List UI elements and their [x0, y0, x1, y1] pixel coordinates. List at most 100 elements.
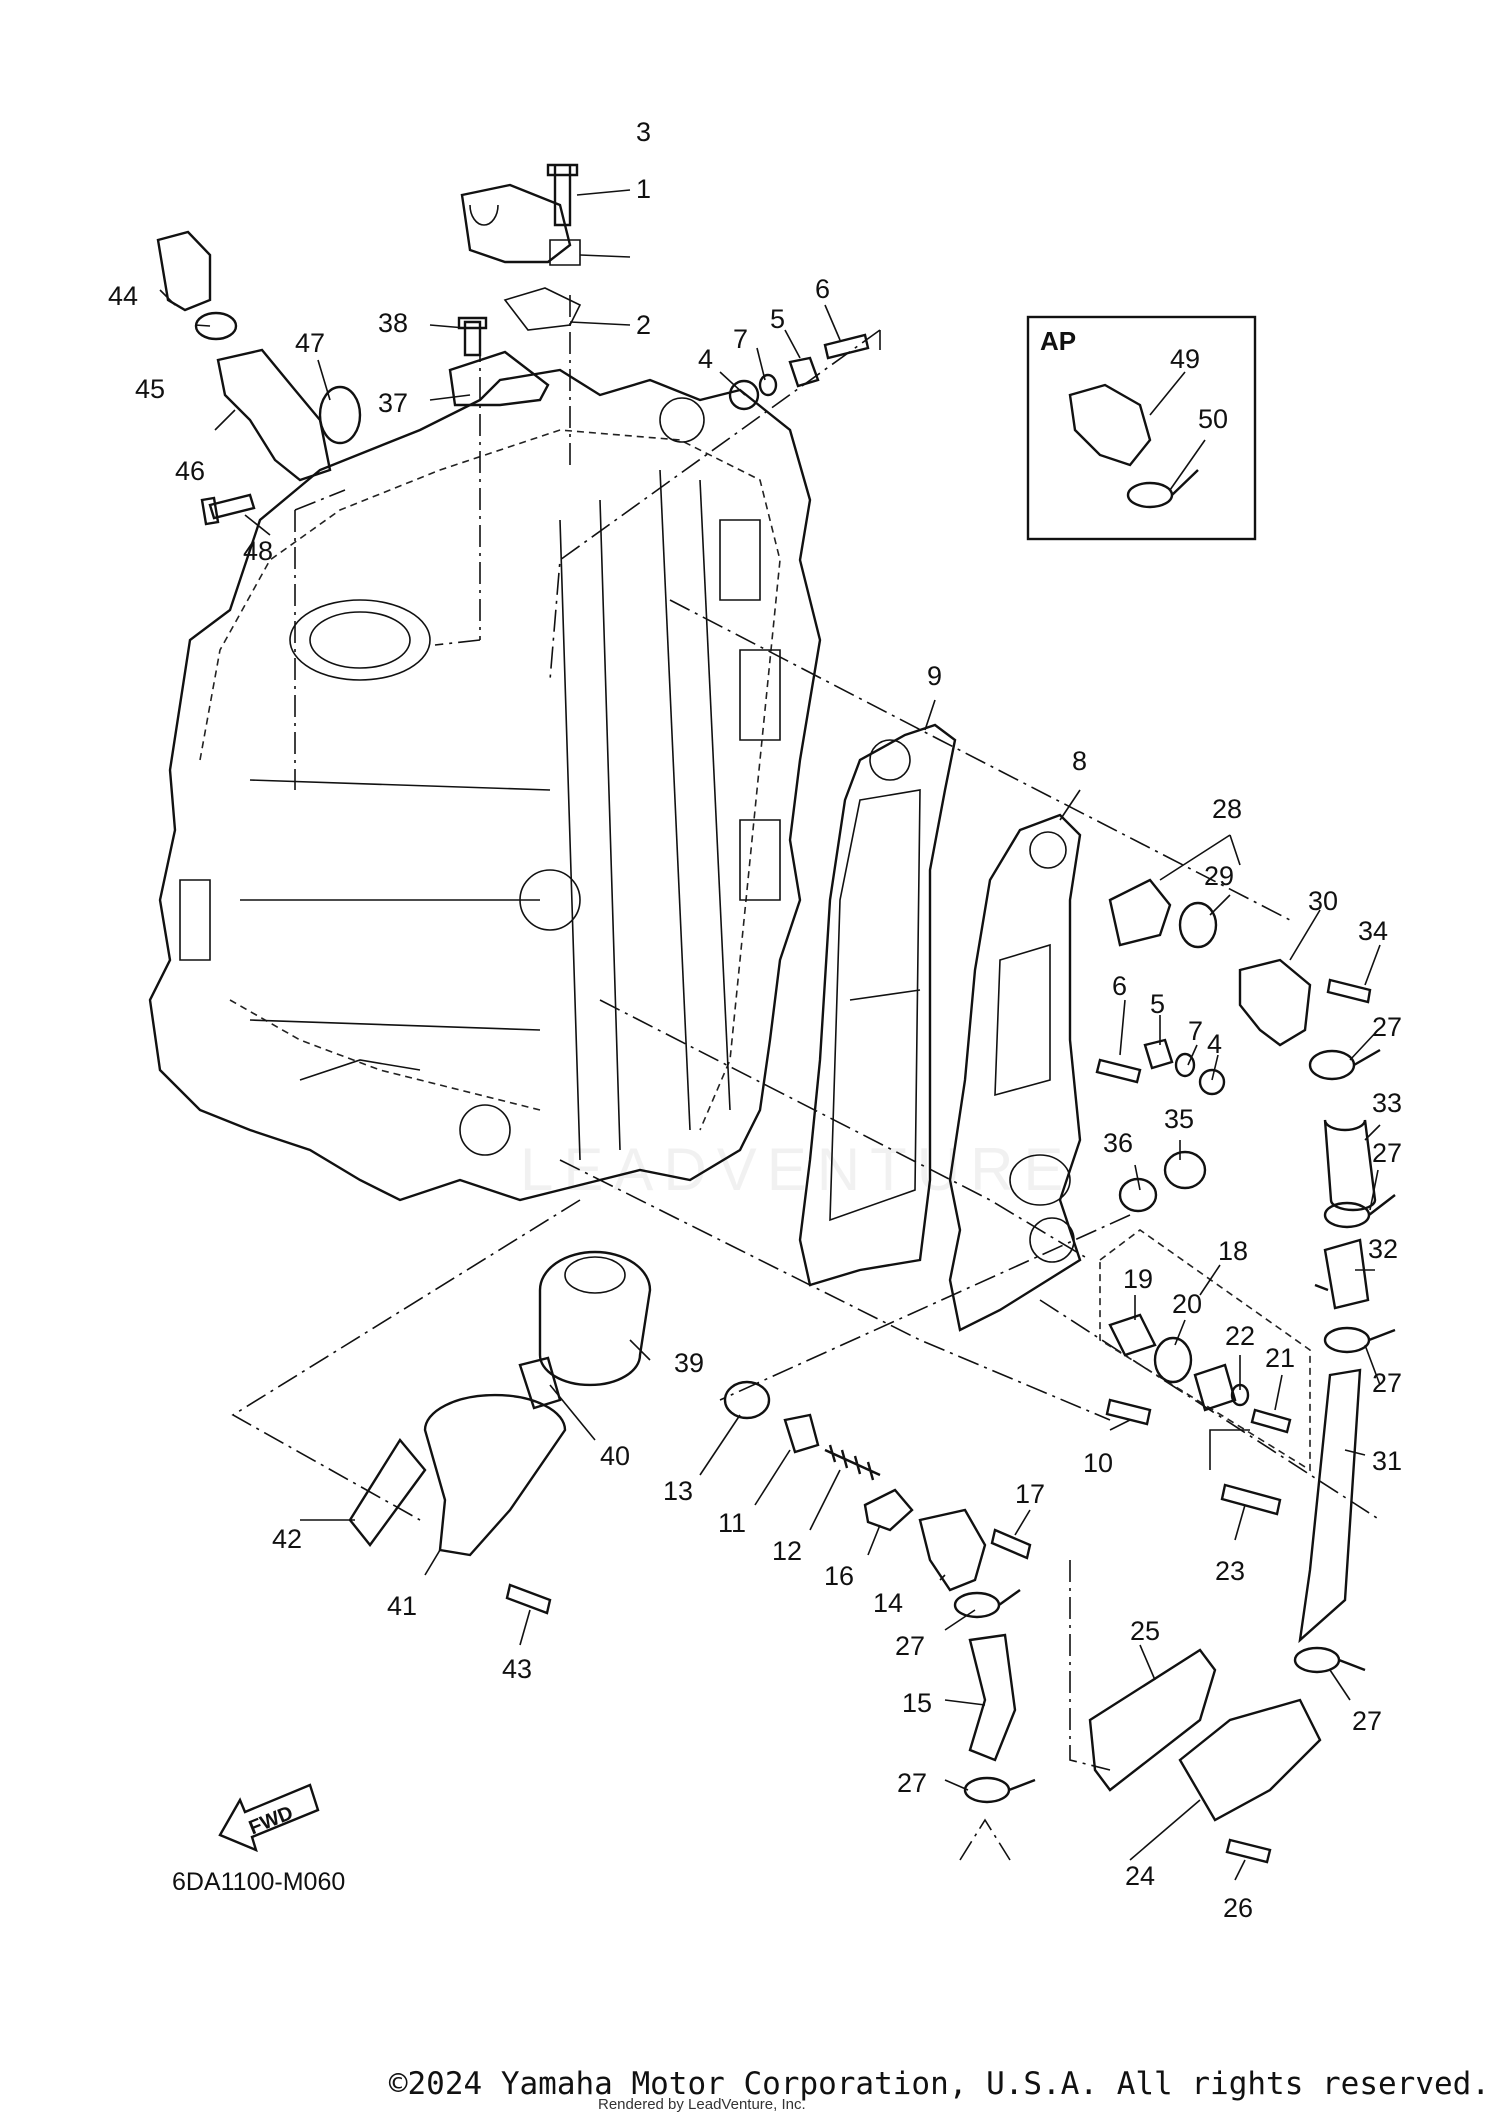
valve-19 — [1108, 1313, 1157, 1357]
callout-42: 42 — [272, 1524, 302, 1554]
callout-5b: 5 — [1150, 989, 1165, 1019]
callout-23: 23 — [1215, 1556, 1245, 1586]
valve-11 — [783, 1413, 820, 1454]
union-40 — [518, 1356, 562, 1410]
callout-45: 45 — [135, 374, 165, 404]
callout-36: 36 — [1103, 1128, 1133, 1158]
callout-38: 38 — [378, 308, 408, 338]
group-18 — [1099, 1229, 1311, 1472]
callout-4a: 4 — [698, 344, 713, 374]
callout-9: 9 — [927, 661, 942, 691]
callout-25: 25 — [1130, 1616, 1160, 1646]
clamp-27d — [953, 1589, 1021, 1619]
callout-47: 47 — [295, 328, 325, 358]
callout-labels: 1 2 3 4 5 6 7 8 9 28 29 30 34 6 5 7 4 27… — [108, 117, 1402, 1923]
cover-49 — [1068, 383, 1152, 467]
callout-30: 30 — [1308, 886, 1338, 916]
ap-inset-label: AP — [1040, 326, 1076, 356]
callout-31: 31 — [1372, 1446, 1402, 1476]
callout-35: 35 — [1164, 1104, 1194, 1134]
cap-44 — [156, 230, 212, 312]
cover-21 — [1193, 1363, 1237, 1412]
callout-14: 14 — [873, 1588, 903, 1618]
callout-17: 17 — [1015, 1479, 1045, 1509]
bolt-17 — [990, 1528, 1032, 1560]
copyright-notice: ©2024 Yamaha Motor Corporation, U.S.A. A… — [388, 2066, 1490, 2102]
gasket-9 — [798, 723, 957, 1287]
callout-39: 39 — [674, 1348, 704, 1378]
bolt-3 — [546, 163, 579, 227]
oil-filter-39 — [538, 1250, 652, 1387]
callout-20: 20 — [1172, 1289, 1202, 1319]
hose-31 — [1298, 1368, 1362, 1644]
o-ring-7b — [1174, 1052, 1196, 1078]
joint-32 — [1314, 1238, 1370, 1310]
bolt-6a — [823, 333, 870, 360]
clamp-27e — [963, 1776, 1036, 1804]
cylinder-block — [148, 368, 822, 1202]
bolt-6b — [1095, 1058, 1142, 1084]
callout-13: 13 — [663, 1476, 693, 1506]
cover-8 — [948, 813, 1082, 1332]
callout-11: 11 — [718, 1508, 746, 1538]
gasket-42 — [348, 1437, 427, 1547]
collar-5a — [788, 356, 820, 388]
bolt-26 — [1225, 1838, 1272, 1864]
reference-code: 6DA1100-M060 — [172, 1868, 345, 1896]
callout-27d: 27 — [895, 1631, 925, 1661]
seal-20 — [1153, 1336, 1193, 1384]
leader-lines — [159, 189, 1381, 1881]
callout-27b: 27 — [1372, 1138, 1402, 1168]
callout-10: 10 — [1083, 1448, 1113, 1478]
callout-1: 1 — [636, 174, 651, 204]
callout-24: 24 — [1125, 1861, 1155, 1891]
cover-30 — [1238, 958, 1312, 1047]
callout-34: 34 — [1358, 916, 1388, 946]
callout-27c: 27 — [1372, 1368, 1402, 1398]
callout-32: 32 — [1368, 1234, 1398, 1264]
joint-46 — [216, 348, 332, 482]
callout-27f: 27 — [897, 1768, 927, 1798]
callout-49: 49 — [1170, 344, 1200, 374]
gasket-29 — [1178, 901, 1218, 949]
callout-8: 8 — [1072, 746, 1087, 776]
washer-36 — [1118, 1177, 1158, 1213]
callout-37: 37 — [378, 388, 408, 418]
rendered-by-notice: Rendered by LeadVenture, Inc. — [598, 2096, 806, 2113]
hose-33 — [1323, 1119, 1377, 1212]
bolt-34 — [1326, 978, 1372, 1004]
hose-15 — [968, 1633, 1017, 1762]
plug-13 — [723, 1380, 771, 1420]
callout-50: 50 — [1198, 404, 1228, 434]
o-ring-7a — [758, 373, 778, 397]
spring-12 — [824, 1444, 881, 1481]
bracket-37 — [448, 350, 550, 407]
bolt-48 — [200, 493, 256, 526]
clamp-50 — [1126, 469, 1199, 509]
bolt-43 — [505, 1583, 552, 1615]
callout-21: 21 — [1265, 1343, 1295, 1373]
thermostat-28 — [1108, 878, 1172, 947]
callout-16: 16 — [824, 1561, 854, 1591]
callout-26: 26 — [1223, 1893, 1253, 1923]
plug-4b — [1198, 1068, 1226, 1096]
bolt-10 — [1105, 1398, 1152, 1426]
callout-6b: 6 — [1112, 971, 1127, 1001]
callout-18: 18 — [1218, 1236, 1248, 1266]
clamp-27c — [1323, 1326, 1396, 1354]
callout-33: 33 — [1372, 1088, 1402, 1118]
clamp-27b — [1323, 1194, 1396, 1229]
assembly-lines — [231, 295, 1381, 1861]
clamp-27f — [1293, 1646, 1366, 1674]
clamp-27a — [1308, 1048, 1381, 1081]
callout-4b: 4 — [1207, 1029, 1222, 1059]
callout-29: 29 — [1204, 861, 1234, 891]
callout-43: 43 — [502, 1654, 532, 1684]
gasket-25 — [1088, 1648, 1217, 1792]
callout-6a: 6 — [815, 274, 830, 304]
plug-4a — [728, 379, 760, 411]
watermark: LEADVENTURE — [520, 1136, 1073, 1203]
cover-14 — [918, 1508, 987, 1592]
callout-12: 12 — [772, 1536, 802, 1566]
